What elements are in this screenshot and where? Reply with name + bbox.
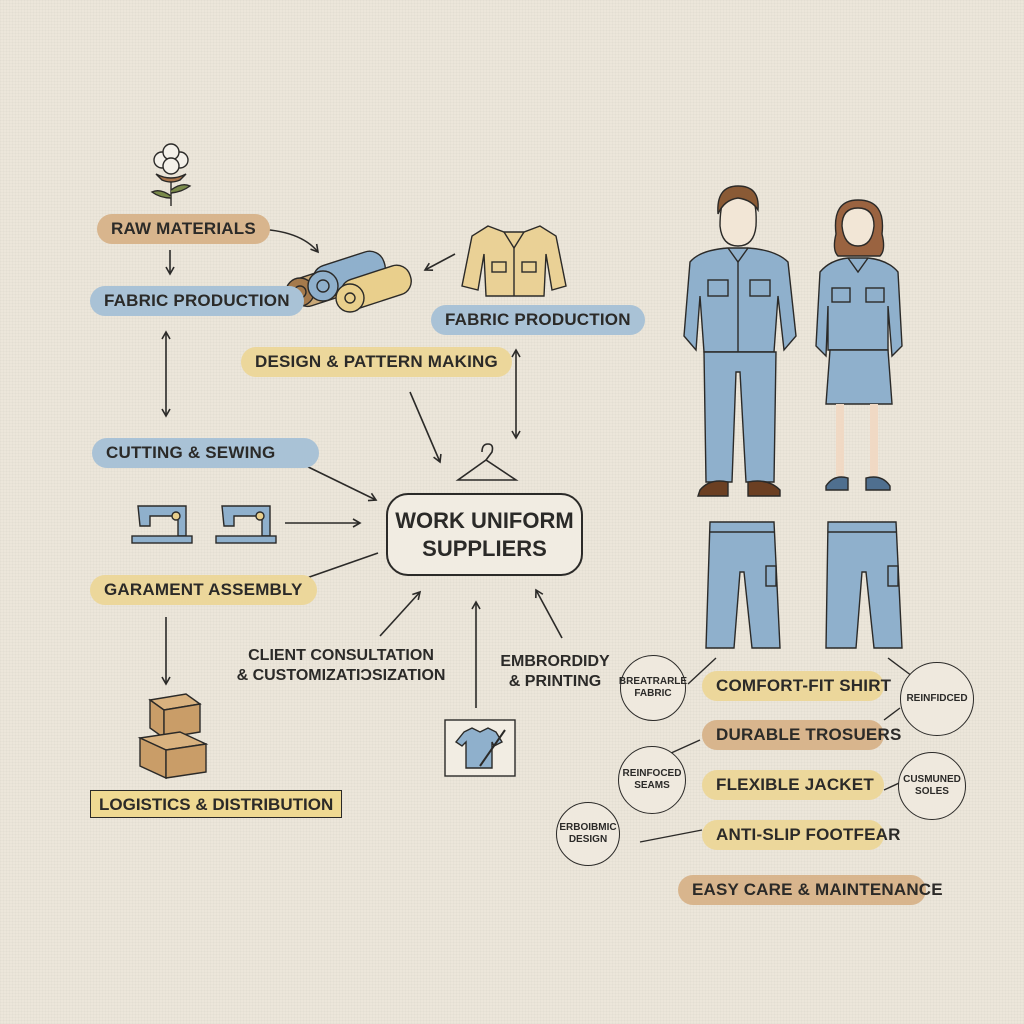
reinforced-seams-line1: REINFOCED <box>622 768 682 779</box>
embroidery-printing-note: EMBRORDIDY & PRINTING <box>500 652 610 692</box>
cushioned-line2: SOLES <box>915 786 949 797</box>
center-title-line2: SUPPLIERS <box>422 535 547 561</box>
fabric-rolls-icon <box>285 250 412 313</box>
hanger-icon <box>455 443 519 481</box>
client-consultation-line1: CLIENT CONSULTATION <box>248 647 434 664</box>
ergonomic-line1: ERBOIBMIC <box>559 822 617 833</box>
trousers-icon <box>825 521 903 649</box>
embroidery-line1: EMBRORDIDY <box>500 653 610 670</box>
cushioned-line1: CUSMUNED <box>903 774 961 785</box>
ergonomic-line2: DESIGN <box>568 834 608 845</box>
client-consultation-line2: & CUSTOMIZATIƆSIZATION <box>236 667 446 684</box>
breathable-line2: FABRIC <box>634 688 672 699</box>
fabric-production-right-label: FABRIC PRODUCTION <box>431 305 645 335</box>
raw-materials-label: RAW MATERIALS <box>97 214 270 244</box>
male-worker-icon <box>683 185 797 497</box>
arrow-client-to-center <box>379 590 422 637</box>
sewing-machine-icon <box>215 505 277 544</box>
trousers-icon <box>705 521 781 649</box>
reinforced-seams-line2: SEAMS <box>634 780 670 791</box>
reinforced-badge: REINFIDCED <box>900 662 974 736</box>
breathable-line1: BREATRARLE <box>618 676 688 687</box>
fabric-production-left-label: FABRIC PRODUCTION <box>90 286 304 316</box>
durable-trousers-label: DURABLE TROSUERS <box>702 720 901 750</box>
arrow-embroidery-to-center <box>535 588 563 639</box>
anti-slip-footwear-label: ANTI-SLIP FOOTFEAR <box>702 820 900 850</box>
work-uniform-suppliers-node: WORK UNIFORM SUPPLIERS <box>386 493 583 576</box>
jacket-icon <box>461 225 567 297</box>
cotton-flower-icon <box>150 143 192 206</box>
center-title-line1: WORK UNIFORM <box>395 507 574 533</box>
tshirt-needle-icon <box>444 719 516 777</box>
female-worker-icon <box>815 199 903 491</box>
flexible-jacket-label: FLEXIBLE JACKET <box>702 770 884 800</box>
arrow-cutting-to-center <box>297 461 378 502</box>
sewing-machine-icon <box>131 505 193 544</box>
embroidery-line2: & PRINTING <box>508 673 602 690</box>
easy-care-label: EASY CARE & MAINTENANCE <box>678 875 943 905</box>
client-consultation-note: CLIENT CONSULTATION & CUSTOMIZATIƆSIZATI… <box>226 646 456 686</box>
cutting-sewing-label: CUTTING & SEWING <box>92 438 320 468</box>
comfort-fit-shirt-label: COMFORT-FIT SHIRT <box>702 671 891 701</box>
arrow-jacket-to-rolls <box>423 253 456 272</box>
boxes-icon <box>137 693 209 780</box>
arrow-design-to-center <box>409 391 442 464</box>
design-pattern-label: DESIGN & PATTERN MAKING <box>241 347 512 377</box>
logistics-distribution-label: LOGISTICS & DISTRIBUTION <box>90 790 343 818</box>
garment-assembly-label: GARAMENT ASSEMBLY <box>90 575 317 605</box>
reinforced-text: REINFIDCED <box>906 693 968 704</box>
